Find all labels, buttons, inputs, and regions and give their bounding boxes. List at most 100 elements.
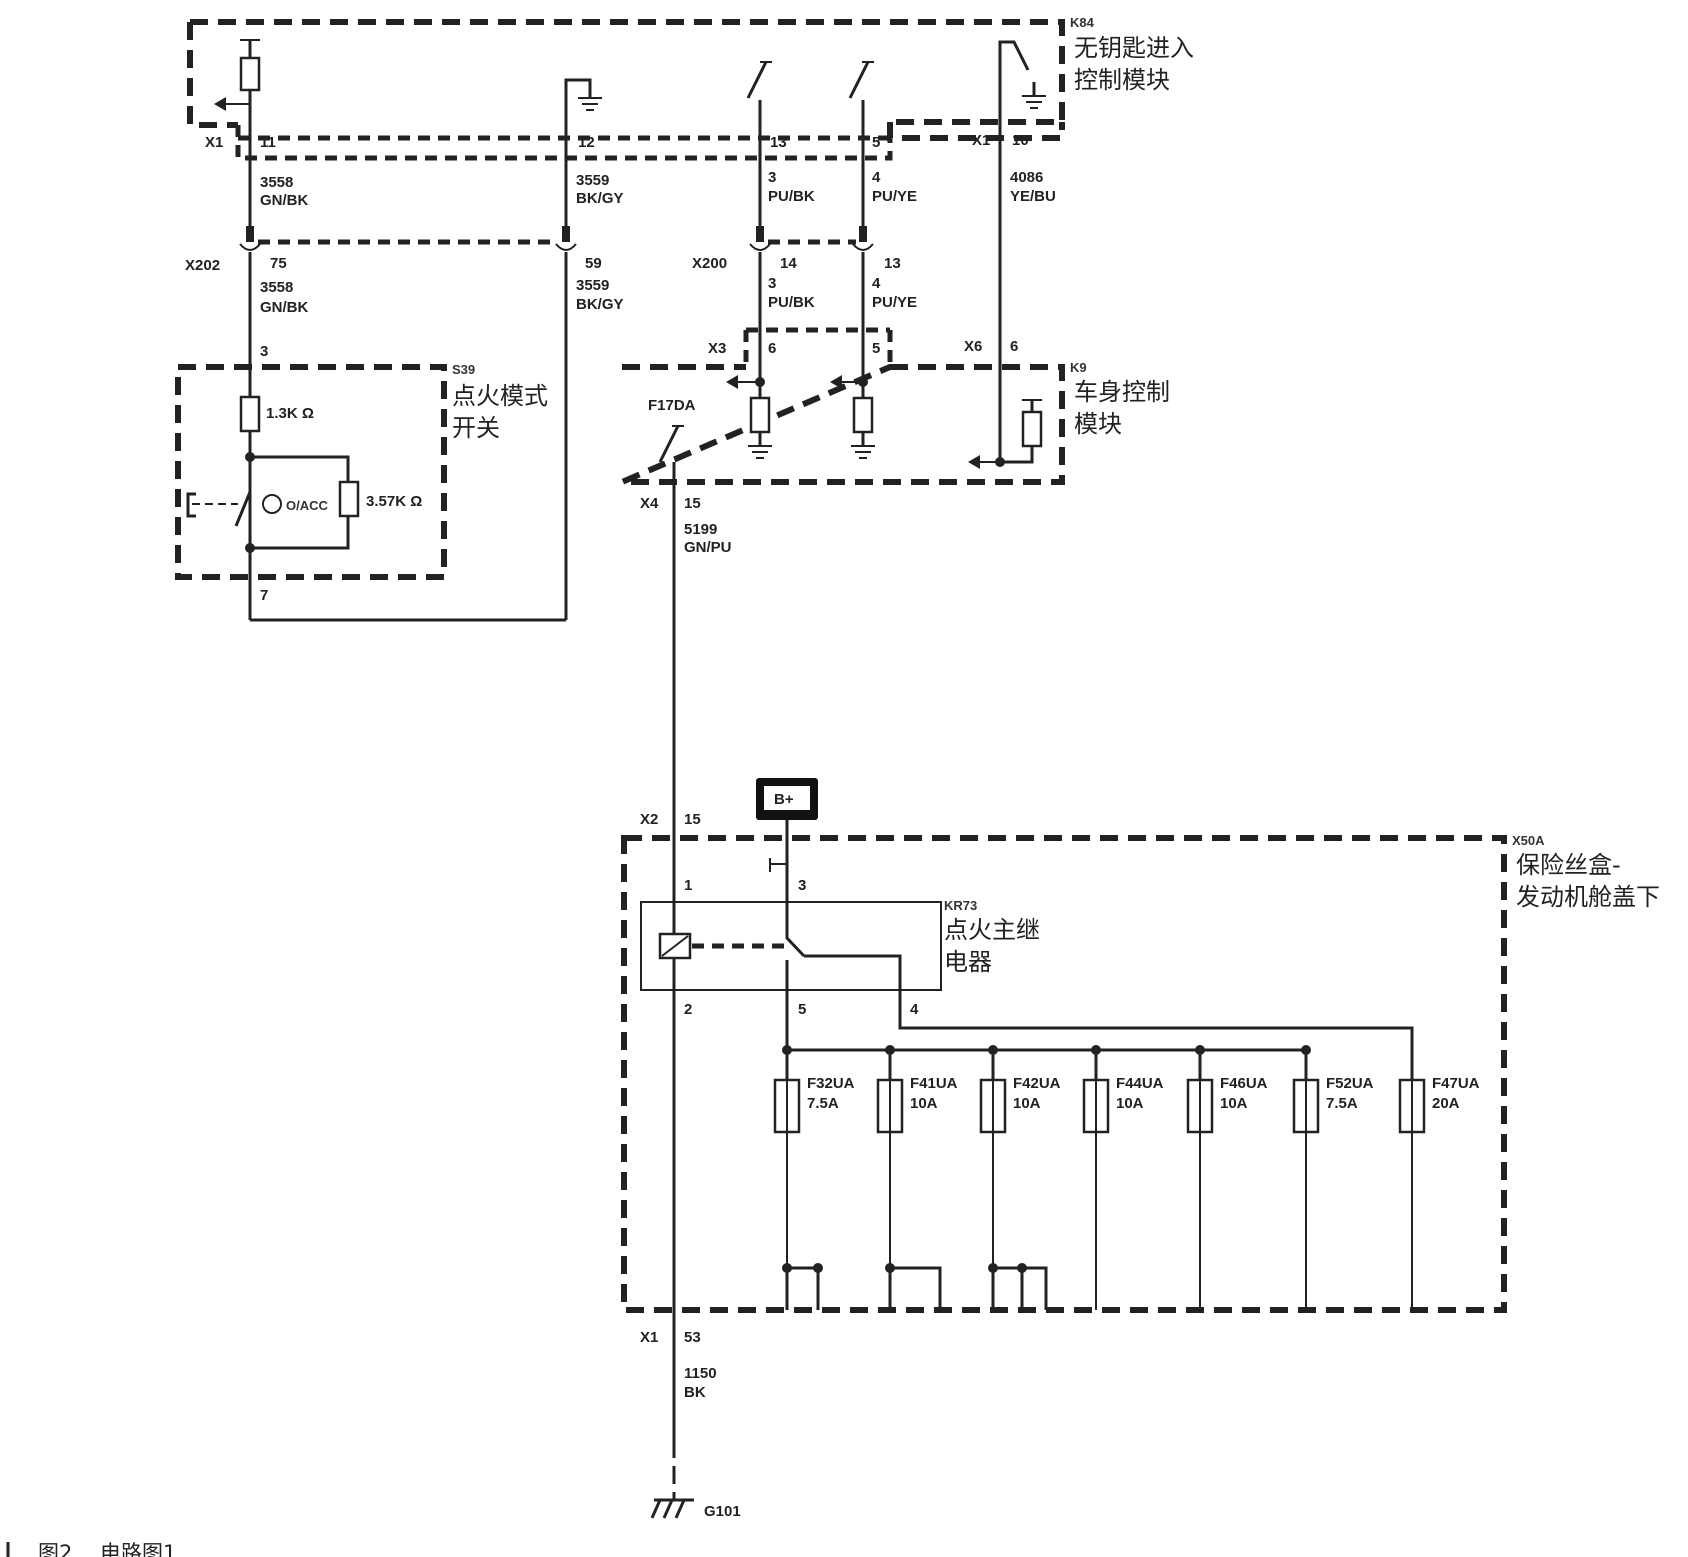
wire-4b-color: PU/YE <box>872 294 917 311</box>
wire-1150-num: 1150 <box>684 1365 717 1382</box>
pin-75: 75 <box>270 255 287 272</box>
wire-4086-color: YE/BU <box>1010 188 1056 205</box>
wire-3-color: PU/BK <box>768 188 815 205</box>
fuse-array: F32UA 7.5A F41UA 10A F42UA 10A F44UA 10A F46UA 10… <box>773 1045 1480 1310</box>
wire-3559-color: BK/GY <box>576 190 624 207</box>
s39-name-line1: 点火模式 <box>452 382 548 410</box>
wire-3558-color: GN/BK <box>260 192 309 209</box>
caption-figure: 图2 <box>38 1541 72 1557</box>
pin-59: 59 <box>585 255 602 272</box>
wire-3558b-num: 3558 <box>260 279 293 296</box>
wire-4086-num: 4086 <box>1010 169 1043 186</box>
pin-x3-6: 6 <box>768 340 776 357</box>
pin-12: 12 <box>578 134 595 151</box>
connector-x1-left: X1 <box>205 134 223 151</box>
connector-x202: X202 <box>185 257 220 274</box>
fuse-name-label: F42UA <box>1013 1075 1061 1092</box>
wire-3558-num: 3558 <box>260 174 293 191</box>
connector-x4: X4 <box>640 495 659 512</box>
caption-title: 电路图1 <box>100 1541 176 1557</box>
s39-switch: 1.3K Ω 3.57K Ω O/ACC S39 点火模式 开关 <box>175 362 548 580</box>
fuse-name-label: F41UA <box>910 1075 958 1092</box>
pin-14: 14 <box>780 255 797 272</box>
connector-x1-right: X1 <box>972 132 990 149</box>
fuse-name-label: F44UA <box>1116 1075 1164 1092</box>
kr73-name-line2: 电器 <box>944 948 992 976</box>
kr73-name-line1: 点火主继 <box>944 916 1040 944</box>
fuse-name-label: F32UA <box>807 1075 855 1092</box>
fuse-f46ua: F46UA 10A <box>1186 1045 1268 1310</box>
pin-s39-7: 7 <box>260 587 268 604</box>
k9-name-line2: 模块 <box>1074 410 1122 438</box>
wire-5199-color: GN/PU <box>684 539 732 556</box>
fuse-name-label: F46UA <box>1220 1075 1268 1092</box>
wire-4-num: 4 <box>872 169 881 186</box>
pin-13b: 13 <box>884 255 901 272</box>
fuse-rating-label: 10A <box>1220 1095 1248 1112</box>
ground-g101-label: G101 <box>704 1503 741 1520</box>
pin-relay-1: 1 <box>684 877 692 894</box>
connector-x3: X3 <box>708 340 726 357</box>
wire-3559b-color: BK/GY <box>576 296 624 313</box>
bplus-label: B+ <box>774 791 794 808</box>
wire-3559-num: 3559 <box>576 172 609 189</box>
k9-code: K9 <box>1070 360 1087 375</box>
s39-code: S39 <box>452 362 475 377</box>
x202-connector <box>239 226 577 251</box>
pin-5: 5 <box>872 134 880 151</box>
wire-5199-num: 5199 <box>684 521 717 538</box>
acc-label: O/ACC <box>286 498 329 513</box>
wire-3558b-color: GN/BK <box>260 299 309 316</box>
pin-10: 10 <box>1012 132 1029 149</box>
x50a-code: X50A <box>1512 833 1545 848</box>
fuse-name-label: F47UA <box>1432 1075 1480 1092</box>
pin-13: 13 <box>770 134 787 151</box>
wire-3b-color: PU/BK <box>768 294 815 311</box>
fuse-f47ua: F47UA 20A <box>1398 1050 1480 1310</box>
wire-3559b-num: 3559 <box>576 277 609 294</box>
x50a-name-line1: 保险丝盒- <box>1516 851 1621 879</box>
pin-x3-5: 5 <box>872 340 880 357</box>
pin-relay-5: 5 <box>798 1001 806 1018</box>
k9-name-line1: 车身控制 <box>1074 378 1170 406</box>
fuse-rating-label: 10A <box>1013 1095 1041 1112</box>
k84-code: K84 <box>1070 15 1095 30</box>
ground-symbol-g101 <box>650 1498 694 1519</box>
k9-module: F17DA K9 车身控制 模块 <box>620 327 1170 485</box>
fuse-rating-label: 10A <box>910 1095 938 1112</box>
pin-s39-3: 3 <box>260 343 268 360</box>
fuse-f44ua: F44UA 10A <box>1082 1045 1164 1310</box>
wire-3-num: 3 <box>768 169 776 186</box>
k84-module: K84 无钥匙进入 控制模块 <box>187 15 1194 161</box>
s39-name-line2: 开关 <box>452 414 500 442</box>
fuse-rating-label: 7.5A <box>807 1095 839 1112</box>
fuse-name-label: F52UA <box>1326 1075 1374 1092</box>
f17da-label: F17DA <box>648 397 696 414</box>
k84-name-line1: 无钥匙进入 <box>1074 34 1194 62</box>
pin-relay-3: 3 <box>798 877 806 894</box>
x200-connector <box>749 226 874 251</box>
fuse-rating-label: 20A <box>1432 1095 1460 1112</box>
x50a-name-line2: 发动机舱盖下 <box>1516 883 1660 911</box>
connector-x6: X6 <box>964 338 982 355</box>
k84-name-line2: 控制模块 <box>1074 66 1170 94</box>
pin-11: 11 <box>260 134 276 151</box>
wire-3b-num: 3 <box>768 275 776 292</box>
connector-x200: X200 <box>692 255 727 272</box>
x50a-fusebox: X50A 保险丝盒- 发动机舱盖下 KR73 点火主继 电器 <box>621 833 1660 1313</box>
fuse-f32ua: F32UA 7.5A <box>773 1045 855 1310</box>
wire-4b-num: 4 <box>872 275 881 292</box>
pin-x4-15: 15 <box>684 495 701 512</box>
bplus-source: B+ <box>756 778 818 840</box>
fuse-f41ua: F41UA 10A <box>876 1045 958 1310</box>
wire-1150-color: BK <box>684 1384 706 1401</box>
pin-relay-4: 4 <box>910 1001 919 1018</box>
wire-4-color: PU/YE <box>872 188 917 205</box>
fuse-rating-label: 10A <box>1116 1095 1144 1112</box>
pin-x1-53: 53 <box>684 1329 701 1346</box>
pin-x6-6: 6 <box>1010 338 1018 355</box>
kr73-code: KR73 <box>944 898 977 913</box>
connector-x1-bottom: X1 <box>640 1329 658 1346</box>
resistor-3-57k: 3.57K Ω <box>366 493 422 510</box>
